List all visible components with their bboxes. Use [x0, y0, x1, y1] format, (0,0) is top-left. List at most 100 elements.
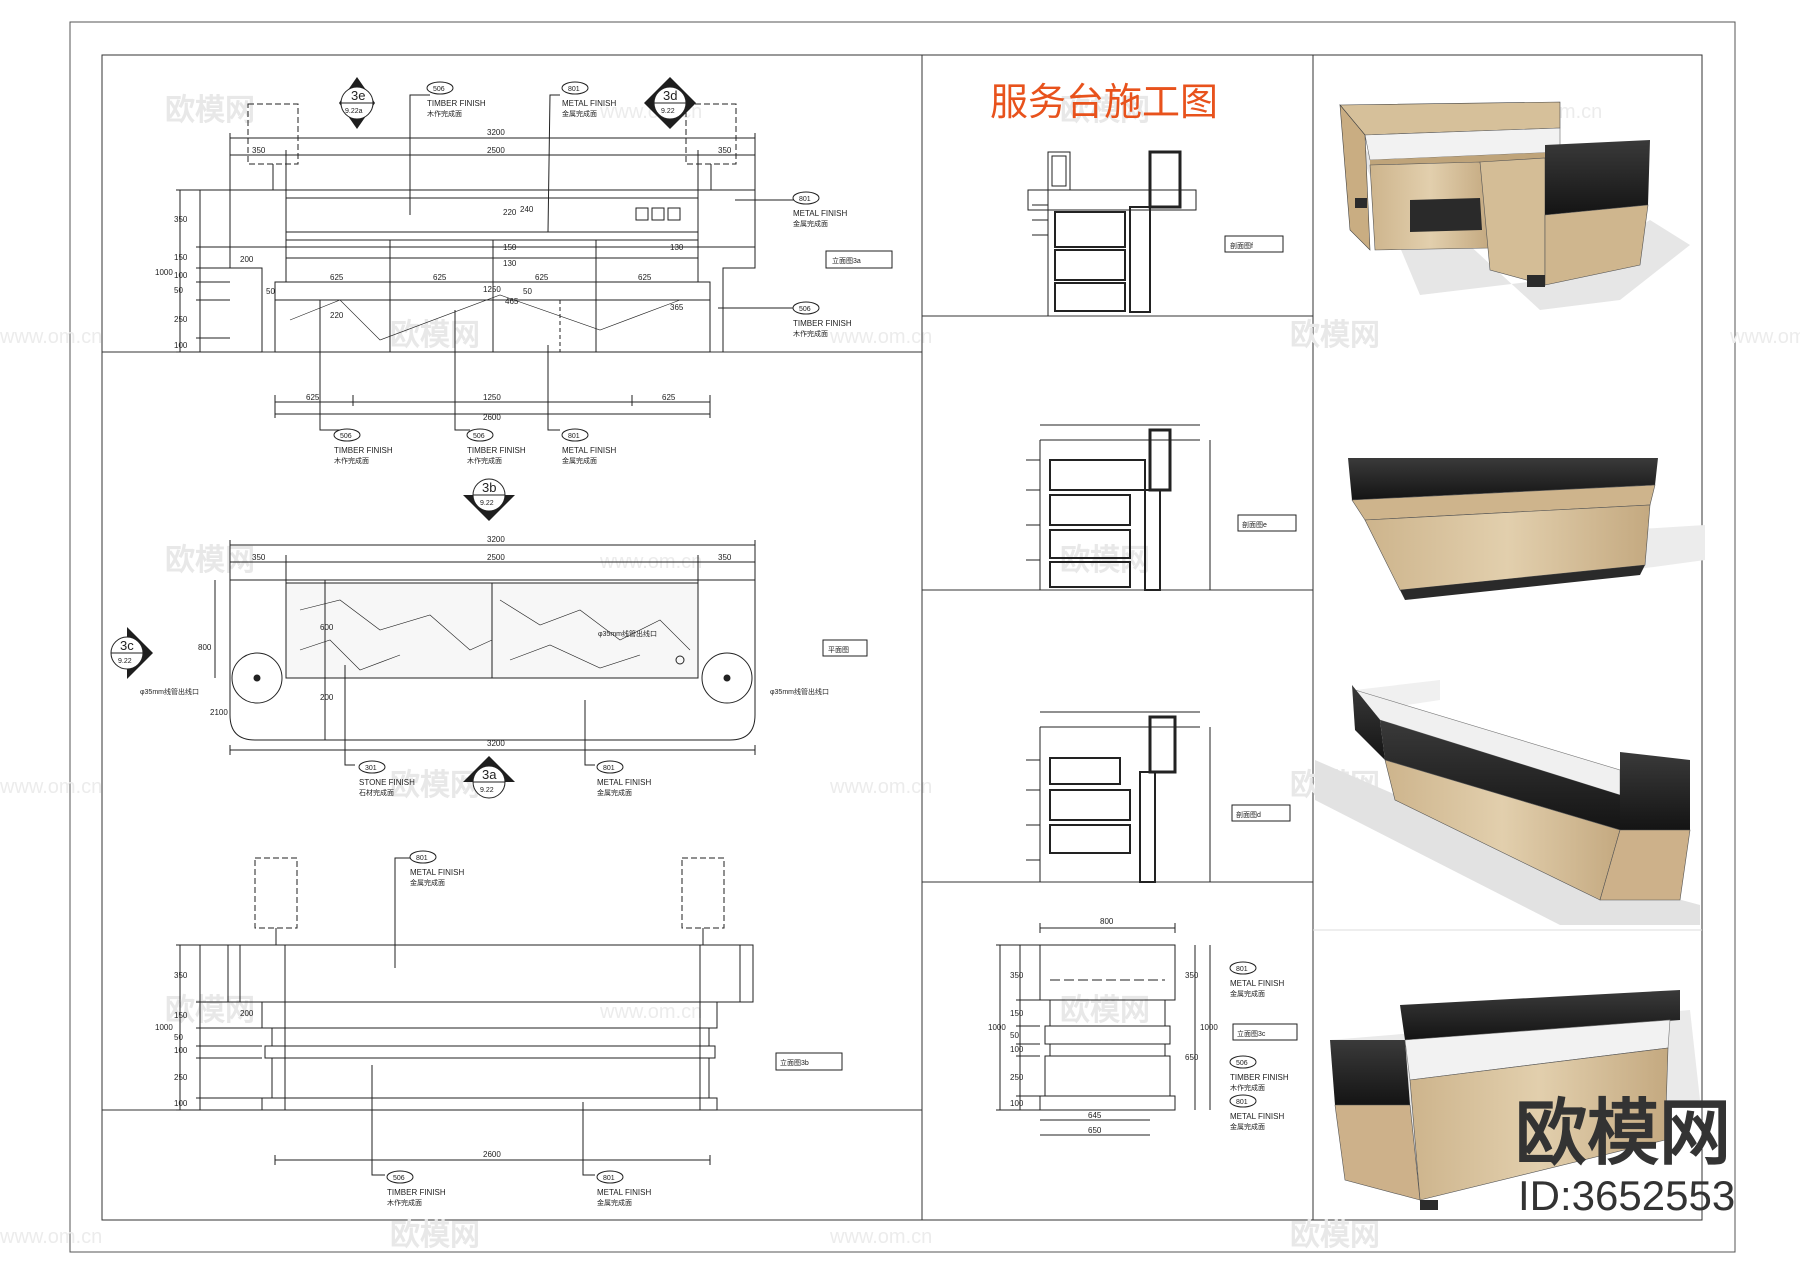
dim-label: 200 [240, 1009, 254, 1018]
brand-logo: 欧模网 [1515, 1094, 1731, 1174]
dim-label: 50 [266, 287, 275, 296]
finish-tag-metal: 801 METAL FINISH 金属完成面 [792, 191, 847, 228]
watermark-url: www.om.cn [829, 776, 932, 798]
dim-label: 350 [718, 146, 732, 155]
dim-label: 3200 [487, 739, 505, 748]
render-3 [1315, 680, 1700, 925]
tag-code: 801 [799, 196, 811, 203]
dim-label: 100 [174, 271, 188, 280]
view-label: 立面图3b [780, 1058, 809, 1067]
tag-en: METAL FINISH [793, 209, 847, 218]
tag-cn: 木作完成面 [793, 329, 828, 338]
tag-code: 301 [365, 765, 377, 772]
render-2 [1348, 458, 1705, 600]
dim-label: 50 [174, 286, 183, 295]
tag-cn: 金属完成面 [562, 456, 597, 465]
render-4 [1330, 990, 1700, 1210]
dim-label: 625 [535, 273, 549, 282]
dim-label: 350 [252, 553, 266, 562]
dim-label: 220 [330, 311, 344, 320]
watermark-text: 欧模网 [1060, 994, 1150, 1027]
tag-en: METAL FINISH [1230, 1112, 1284, 1121]
watermark-text: 欧模网 [1290, 319, 1380, 352]
tag-cn: 木作完成面 [387, 1198, 422, 1207]
finish-tag-metal: 801 METAL FINISH 金属完成面 [1229, 961, 1284, 998]
dim-label: 2100 [210, 708, 228, 717]
tag-code: 801 [603, 1175, 615, 1182]
marker-top: 3d [663, 88, 677, 103]
tag-cn: 金属完成面 [793, 219, 828, 228]
dim-label: 1250 [483, 393, 501, 402]
watermark-url: www.om.cn [1729, 326, 1800, 348]
marker-top: 3b [482, 480, 496, 495]
dim-label: 2600 [483, 1150, 501, 1159]
tag-cn: 木作完成面 [1230, 1083, 1265, 1092]
section-f [1027, 150, 1284, 316]
dim-label: 350 [1010, 971, 1024, 980]
dim-label: 2500 [487, 553, 505, 562]
tag-code: 801 [1236, 966, 1248, 973]
watermark-text: 欧模网 [1290, 1219, 1380, 1252]
tag-code: 506 [393, 1175, 405, 1182]
tag-en: TIMBER FINISH [467, 446, 526, 455]
section-marker-3a: 3a 9.22 [463, 756, 515, 799]
tag-en: STONE FINISH [359, 778, 415, 787]
side-elevation-text: 立面图3c 800 645 650 350 150 50 100 250 100… [988, 917, 1266, 1135]
marker-top: 3c [120, 638, 134, 653]
tag-en: TIMBER FINISH [427, 99, 486, 108]
marker-bottom: 9.22 [480, 500, 494, 507]
tag-cn: 木作完成面 [467, 456, 502, 465]
section-marker-3b: 3b 9.22 [463, 478, 515, 521]
finish-tag-timber: 506 TIMBER FINISH 木作完成面 [386, 1170, 446, 1207]
tag-cn: 金属完成面 [597, 788, 632, 797]
dim-label: 800 [1100, 917, 1114, 926]
finish-tag-metal: 801 METAL FINISH 金属完成面 [561, 428, 616, 465]
dim-label: 100 [1010, 1099, 1024, 1108]
dim-label: 625 [638, 273, 652, 282]
tag-en: METAL FINISH [562, 446, 616, 455]
tag-cn: 石材完成面 [359, 788, 394, 797]
dim-label: 3200 [487, 535, 505, 544]
view-label: 立面图3a [832, 256, 861, 265]
tag-code: 801 [568, 433, 580, 440]
elevation-top-text: 3200 350 2500 350 350 150 100 50 250 100… [155, 128, 861, 422]
tag-code: 506 [799, 306, 811, 313]
tag-code: 801 [416, 855, 428, 862]
marker-bottom: 9.22a [345, 108, 363, 115]
dim-label: 100 [1010, 1045, 1024, 1054]
dim-label: 365 [670, 303, 684, 312]
dim-label: 350 [252, 146, 266, 155]
hole-note: φ35mm线管出线口 [598, 629, 657, 638]
tag-code: 801 [603, 765, 615, 772]
view-label: 剖面图f [1230, 241, 1253, 250]
finish-tag-metal: 801 METAL FINISH 金属完成面 [596, 1170, 651, 1207]
brand-id: ID:3652553 [1518, 1172, 1735, 1219]
dim-label: 645 [1088, 1111, 1102, 1120]
dim-label: 100 [174, 1099, 188, 1108]
view-label: 平面图 [828, 646, 849, 654]
marker-bottom: 9.22 [480, 787, 494, 794]
dim-label: 625 [330, 273, 344, 282]
finish-tag-metal: 801 METAL FINISH 金属完成面 [1229, 1094, 1284, 1131]
side-elevation [996, 923, 1298, 1136]
dim-label: 1000 [155, 268, 173, 277]
tag-code: 506 [473, 433, 485, 440]
tag-en: METAL FINISH [410, 868, 464, 877]
section-marker-3d: 3d 9.22 [644, 77, 696, 129]
dim-label: 625 [662, 393, 676, 402]
dim-label: 150 [503, 243, 517, 252]
dim-label: 50 [174, 1033, 183, 1042]
dim-label: 650 [1185, 1053, 1199, 1062]
dim-label: 130 [503, 259, 517, 268]
watermark-url: www.om.cn [0, 776, 102, 798]
watermark-text: 欧模网 [390, 769, 480, 802]
dim-label: 150 [174, 1011, 188, 1020]
dim-label: 350 [1185, 971, 1199, 980]
watermark-url: www.om.cn [829, 326, 932, 348]
section-marker-3e: 3e 9.22a [339, 77, 375, 129]
dim-label: 625 [306, 393, 320, 402]
hole-note: φ35mm线管出线口 [140, 687, 199, 696]
dim-label: 200 [320, 693, 334, 702]
finish-tags: 506 TIMBER FINISH 木作完成面 801 METAL FINISH… [333, 81, 1289, 1207]
dim-label: 625 [433, 273, 447, 282]
